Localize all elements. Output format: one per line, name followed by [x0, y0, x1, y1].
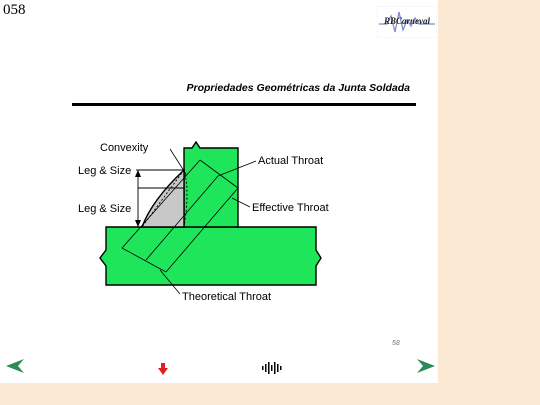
label-leg-size-bottom: Leg & Size [78, 203, 131, 215]
previous-button[interactable] [6, 359, 24, 378]
next-button[interactable] [417, 359, 435, 378]
audio-waveform-icon [262, 362, 282, 374]
logo: RBCarneval [376, 5, 438, 39]
label-actual-throat: Actual Throat [258, 155, 323, 167]
label-effective-throat: Effective Throat [252, 202, 329, 214]
down-button[interactable] [158, 362, 168, 380]
slide-canvas: RBCarneval Propriedades Geométricas da J… [0, 0, 438, 383]
slide-number: 058 [3, 2, 26, 18]
page-number: 58 [392, 340, 400, 347]
arrow-right-icon [417, 359, 435, 373]
base-plate [99, 226, 322, 286]
arrow-left-icon [6, 359, 24, 373]
logo-signal-icon [376, 5, 438, 39]
fillet-weld-diagram: Convexity Leg & Size Leg & Size Actual T… [78, 140, 329, 303]
label-convexity: Convexity [100, 142, 149, 154]
logo-text: RBCarneval [383, 16, 430, 26]
title-divider [72, 103, 416, 106]
arrow-down-icon [158, 363, 168, 375]
label-theoretical-throat: Theoretical Throat [182, 291, 271, 303]
audio-button[interactable] [262, 361, 284, 379]
label-leg-size-top: Leg & Size [78, 165, 131, 177]
slide-title: Propriedades Geométricas da Junta Soldad… [186, 82, 411, 94]
